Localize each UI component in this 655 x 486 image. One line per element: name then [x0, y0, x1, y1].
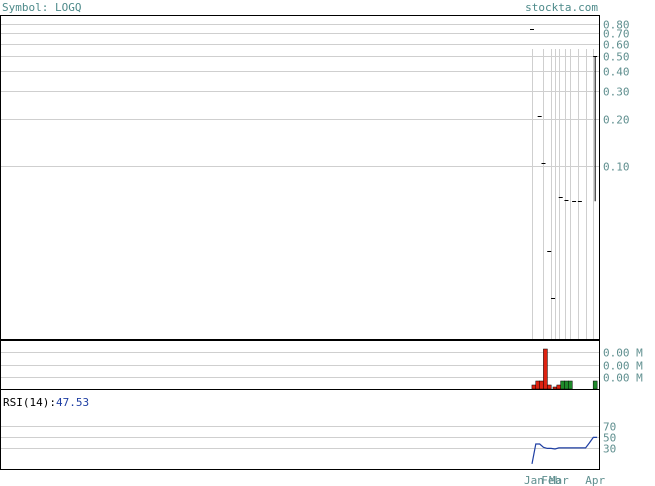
volume-bar-8 [564, 380, 569, 390]
price-tick-label-6: 0.20 [603, 114, 630, 127]
price-vertical-gridlines [532, 49, 594, 339]
volume-tick-label-1: 0.00 M [603, 360, 643, 373]
volume-bar-1 [535, 380, 540, 390]
price-tick-label-2: 0.60 [603, 39, 630, 52]
x-axis-label-2: Mar [549, 474, 569, 486]
rsi-caption: RSI(14):47.53 [3, 396, 89, 409]
rsi-tick-label-1: 50 [603, 432, 616, 445]
volume-bar-4 [546, 384, 552, 390]
volume-bar-6 [556, 384, 562, 390]
price-tick-label-4: 0.40 [603, 66, 630, 79]
x-axis-label-0: Jan [524, 474, 544, 486]
rsi-gridlines [1, 426, 599, 449]
x-axis-label-3: Apr [585, 474, 605, 486]
rsi-panel [0, 389, 600, 470]
price-tick-label-3: 0.50 [603, 51, 630, 64]
price-gridlines [1, 24, 599, 167]
rsi-tick-label-2: 30 [603, 443, 616, 456]
price-tick-labels: 0.800.700.600.50 0.40 0.30 0.20 0.10 [603, 19, 630, 174]
volume-bar-3 [543, 348, 548, 390]
volume-bars [531, 348, 598, 390]
rsi-line [531, 436, 598, 465]
volume-bar-2 [539, 380, 544, 390]
price-bars [530, 29, 598, 299]
volume-tick-labels: 0.00 M0.00 M0.00 M [603, 347, 643, 385]
volume-bar-10 [592, 380, 598, 390]
price-tick-label-7: 0.10 [603, 161, 630, 174]
rsi-series [531, 436, 598, 465]
rsi-tick-label-0: 70 [603, 421, 616, 434]
price-tick-label-0: 0.80 [603, 19, 630, 32]
volume-bar-9 [568, 380, 573, 390]
volume-tick-label-2: 0.00 M [603, 372, 643, 385]
symbol-label: Symbol: LOGQ [2, 1, 81, 14]
volume-tick-label-0: 0.00 M [603, 347, 643, 360]
volume-bar-0 [531, 384, 537, 390]
price-tick-label-5: 0.30 [603, 86, 630, 99]
volume-bar-7 [560, 380, 565, 390]
volume-bar-5 [552, 386, 558, 390]
site-label: stockta.com [525, 1, 598, 14]
price-tick-label-1: 0.70 [603, 28, 630, 41]
rsi-value: 47.53 [56, 396, 89, 409]
price-panel [0, 15, 600, 340]
volume-gridlines [1, 352, 599, 378]
x-axis-label-1: Feb [541, 474, 561, 486]
rsi-label: RSI(14): [3, 396, 56, 409]
